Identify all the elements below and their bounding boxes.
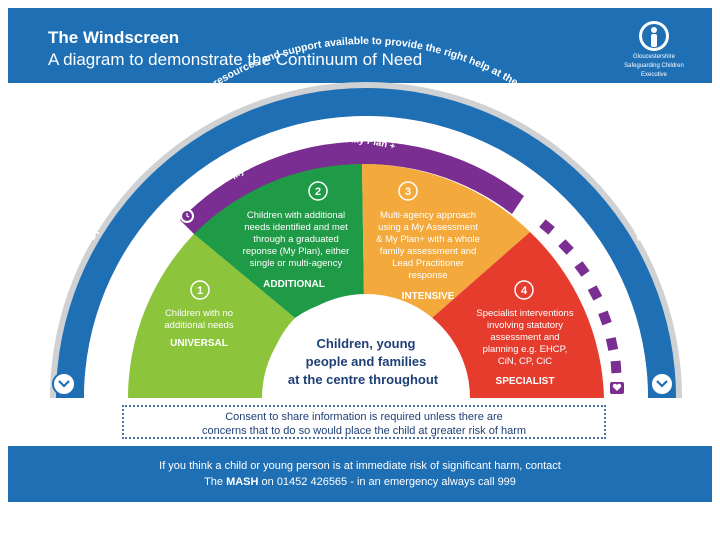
header-banner: The Windscreen A diagram to demonstrate … — [8, 8, 712, 83]
segment-4-body-1: Specialist interventions — [476, 308, 573, 319]
consent-line-1: Consent to share information is required… — [225, 411, 503, 423]
segment-specialist — [432, 232, 604, 398]
footer-line-2: The MASH on 01452 426565 - in an emergen… — [8, 474, 712, 490]
plan-arc-dashes — [539, 219, 622, 374]
segment-1-number: 1 — [197, 285, 203, 297]
segment-4-label: SPECIALIST — [496, 376, 555, 387]
footer-mash: MASH — [226, 476, 259, 488]
segment-3-content: 3 Multi-agency approach using a My Asses… — [376, 181, 480, 302]
segment-3-label: INTENSIVE — [402, 291, 455, 302]
centre-content: Children, young people and families at t… — [288, 336, 439, 387]
segment-2-body-5: single or multi-agency — [250, 258, 343, 269]
segment-3-body-2: using a My Assessment — [378, 222, 478, 233]
segment-additional — [194, 164, 364, 318]
consent-line-2: concerns that to do so would place the c… — [201, 425, 527, 437]
segment-4-body-5: CiN, CP, CiC — [498, 356, 552, 367]
clock-icon — [180, 209, 194, 223]
segment-1-content: 1 Children with no additional needs UNIV… — [164, 280, 234, 349]
page-subtitle: A diagram to demonstrate the Continuum o… — [48, 50, 423, 69]
plan-arc-band — [180, 141, 524, 236]
segment-3-body-1: Multi-agency approach — [380, 210, 476, 221]
segment-2-body-4: reponse (My Plan), either — [243, 246, 350, 257]
segment-4-body-2: involving statutory — [487, 320, 563, 331]
segment-3-body-6: response — [408, 270, 447, 281]
left-chevron-icon — [52, 372, 76, 396]
right-chevron-icon — [650, 372, 674, 396]
segment-4-number: 4 — [521, 285, 528, 297]
segment-2-body-1: Children with additional — [247, 210, 345, 221]
segment-4-content: 4 Specialist interventions involving sta… — [476, 280, 574, 387]
segment-2-content: 2 Children with additional needs identif… — [243, 181, 350, 290]
heart-icon — [610, 382, 624, 394]
segment-2-body-2: needs identified and met — [244, 222, 348, 233]
windscreen-diagram: Open conversations, thinking about the r… — [50, 82, 682, 398]
segment-1-body-1: Children with no — [165, 308, 233, 319]
gscp-logo: Gloucestershire Safeguarding Children Ex… — [614, 20, 694, 82]
centre-semicircle — [262, 294, 470, 398]
segment-3-body-4: family assessment and — [380, 246, 477, 257]
logo-text-3: Executive — [640, 72, 667, 78]
segment-4-body-4: planning e.g. EHCP, — [483, 344, 568, 355]
page-title: The Windscreen — [48, 28, 180, 47]
footer-line-2-suffix: on 01452 426565 - in an emergency always… — [258, 476, 516, 488]
consent-box: Consent to share information is required… — [122, 405, 606, 439]
segment-intensive — [362, 163, 530, 318]
segment-universal — [128, 234, 295, 398]
logo-text-2: Safeguarding Children — [624, 63, 684, 69]
centre-text-1: Children, young — [317, 336, 416, 351]
segment-2-body-3: through a graduated — [253, 234, 339, 245]
segment-3-body-3: & My Plan+ with a whole — [376, 234, 480, 245]
centre-text-3: at the centre throughout — [288, 372, 439, 387]
segment-1-label: UNIVERSAL — [170, 338, 228, 349]
segment-3-number: 3 — [405, 186, 411, 198]
segment-4-body-3: assessment and — [490, 332, 559, 343]
footer-banner: If you think a child or young person is … — [8, 446, 712, 502]
segment-3-body-5: Lead Practitioner — [392, 258, 464, 269]
segment-2-number: 2 — [315, 186, 321, 198]
logo-icon — [639, 21, 669, 51]
logo-text-1: Gloucestershire — [632, 54, 676, 60]
footer-line-2-prefix: The — [204, 476, 227, 488]
centre-text-2: people and families — [306, 354, 427, 369]
segment-2-label: ADDITIONAL — [263, 279, 325, 290]
footer-line-1: If you think a child or young person is … — [159, 460, 561, 472]
segment-1-body-2: additional needs — [164, 320, 233, 331]
